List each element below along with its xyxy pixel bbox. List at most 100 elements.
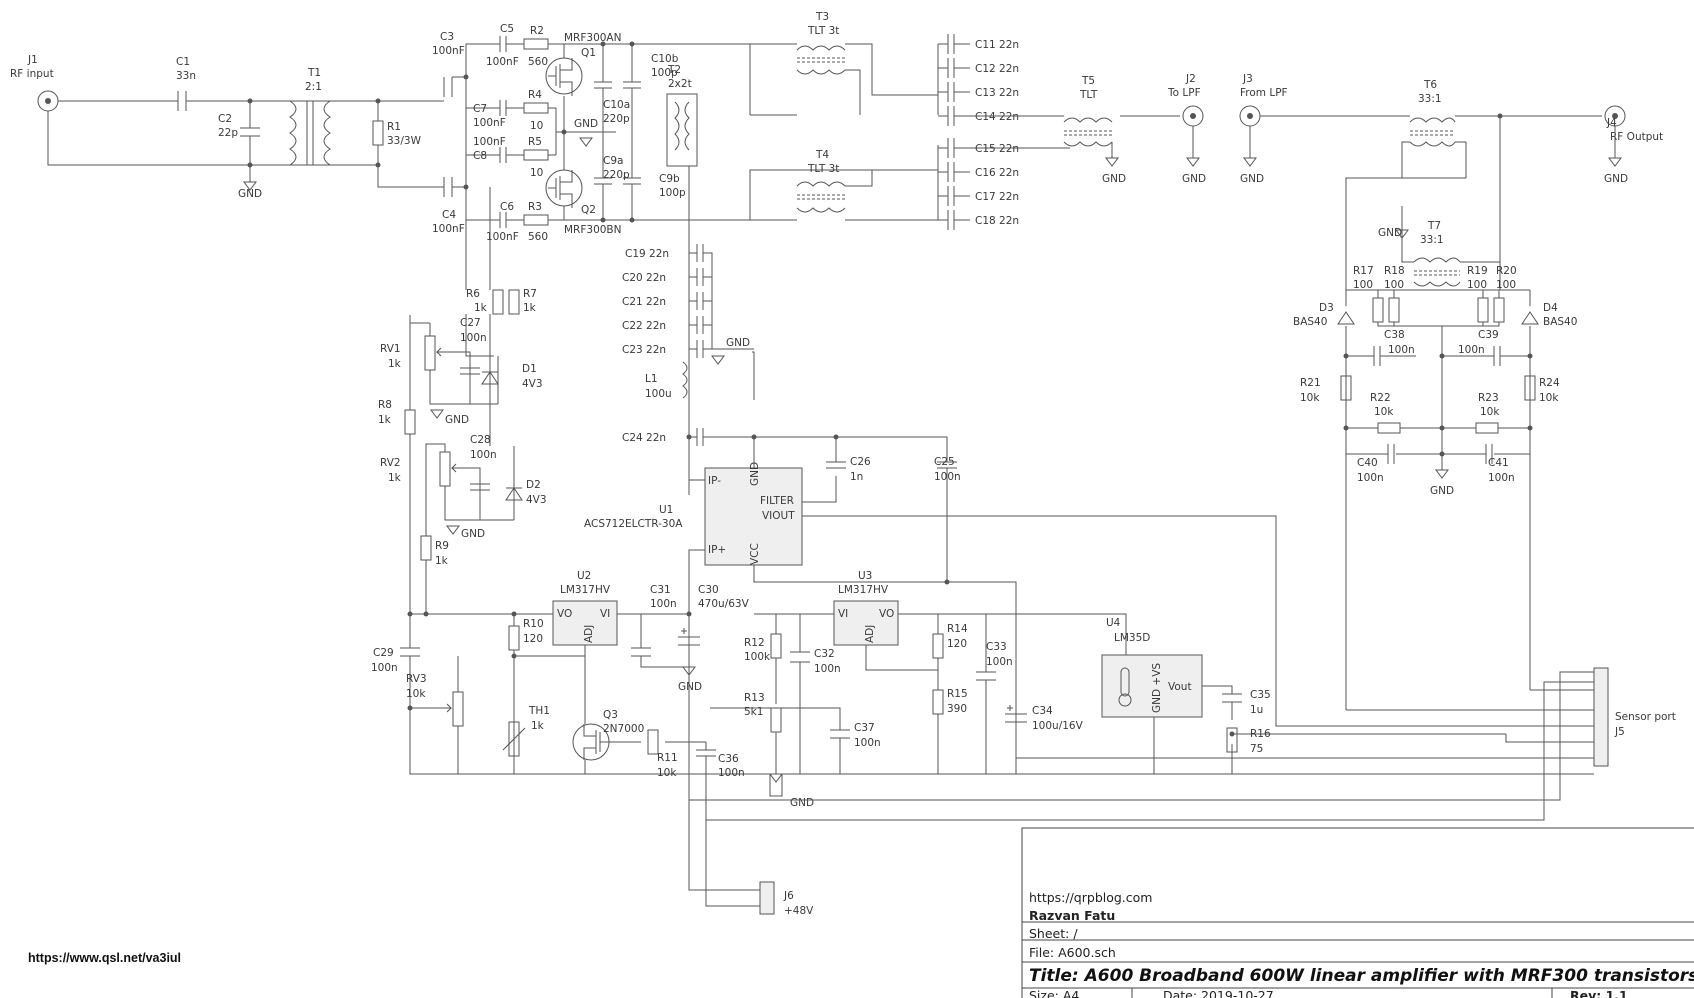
- gnd-symbol: [243, 181, 257, 191]
- r17-symbol: [1372, 297, 1384, 323]
- gnd-label: GND: [238, 188, 262, 200]
- t3-value: TLT 3t: [807, 25, 839, 37]
- j6-ref: J6: [783, 890, 794, 902]
- l1-ref: L1: [645, 373, 658, 385]
- output-xfmr-wires: [749, 43, 938, 221]
- c35-ref: C35: [1250, 689, 1271, 701]
- t1-secondary: [323, 100, 331, 166]
- c29-symbol: [400, 647, 420, 657]
- rv2-ref: RV2: [380, 457, 401, 469]
- j1-value: RF input: [10, 68, 54, 80]
- d3-value: BAS40: [1293, 316, 1327, 328]
- u2-ref: U2: [577, 570, 591, 582]
- d2-value: 4V3: [526, 494, 547, 506]
- r22-symbol: [1377, 422, 1401, 434]
- u1-filter: FILTER: [760, 495, 794, 507]
- c34-symbol: [1005, 705, 1027, 723]
- r8-symbol: [404, 409, 416, 435]
- r20-value: 100: [1496, 279, 1516, 291]
- c26-value: 1n: [850, 471, 863, 483]
- r20-ref: R20: [1496, 265, 1517, 277]
- j4-ref: J4: [1606, 117, 1617, 129]
- c38-value: 100n: [1388, 344, 1415, 356]
- d1-symbol: [481, 371, 499, 385]
- c10a-c9a-symbols: [594, 81, 612, 185]
- t6-wires: [1345, 116, 1501, 290]
- title-website: https://qrpblog.com: [1029, 890, 1152, 905]
- t4-value: TLT 3t: [807, 163, 839, 175]
- q1-body: [548, 58, 573, 96]
- c26-symbol: [826, 461, 846, 469]
- r9-symbol: [420, 535, 432, 561]
- r14-ref: R14: [947, 623, 968, 635]
- rv1-symbol: [424, 335, 436, 371]
- feed-cap-bank: [696, 244, 704, 358]
- t6-value: 33:1: [1418, 93, 1442, 105]
- c29-value: 100n: [371, 662, 398, 674]
- r11-symbol: [647, 729, 659, 755]
- u4-value: LM35D: [1114, 632, 1150, 644]
- c9b-ref: C9b: [659, 173, 680, 185]
- rv2-value: 1k: [388, 472, 402, 484]
- u3-vi: VI: [838, 608, 848, 620]
- r14-symbol: [932, 633, 944, 659]
- t2-symbol: [666, 93, 698, 167]
- c30-ref: C30: [698, 584, 719, 596]
- rv1-value: 1k: [388, 358, 402, 370]
- c28-value: 100n: [470, 449, 497, 461]
- c40-c41-symbols: [1387, 444, 1493, 464]
- power-stage: C5 100nF C7 100nF 100nF C8 C6 100nF R2 5…: [465, 11, 1206, 495]
- r14-value: 120: [947, 638, 967, 650]
- r7-value: 1k: [523, 302, 537, 314]
- c6-value: 100nF: [486, 231, 519, 243]
- t2-winding-b: [684, 101, 690, 151]
- u4-ref: U4: [1106, 617, 1121, 629]
- c41-ref: C41: [1488, 457, 1509, 469]
- r13-value: 5k1: [744, 706, 763, 718]
- t3-ref: T3: [815, 11, 829, 23]
- title-author: Razvan Fatu: [1029, 908, 1115, 923]
- q2-value: MRF300BN: [564, 224, 622, 236]
- c10a-ref: C10a: [603, 99, 630, 111]
- input-section: J1 RF input C1 33n C2 22p GND T1 2:1 R1 …: [10, 31, 469, 235]
- c36-symbol: [696, 749, 716, 757]
- u3-adj: ADJ: [864, 625, 876, 643]
- dc-feed-section: C19 22n C20 22n C21 22n C22 22n C23 22n …: [622, 240, 948, 481]
- c24-label: C24 22n: [622, 432, 666, 444]
- c3-c4-out-wires: [452, 76, 466, 188]
- sensor-supply: VI VO ADJ U3 LM317HV R12 100k R13 5k1 C3…: [710, 570, 1506, 809]
- d4-symbol: [1521, 311, 1539, 325]
- thermometer-icon: [1120, 667, 1130, 697]
- r15-ref: R15: [947, 688, 968, 700]
- c35-symbol: [1222, 693, 1242, 703]
- r3-ref: R3: [528, 201, 542, 213]
- u2-value: LM317HV: [560, 584, 611, 596]
- j6-value: +48V: [784, 905, 814, 917]
- t7-value: 33:1: [1420, 234, 1444, 246]
- c11-label: C11 22n: [975, 39, 1019, 51]
- r7-ref: R7: [523, 288, 537, 300]
- t4-core: [797, 194, 845, 200]
- xfmr-out-wires: [845, 43, 938, 221]
- r11-ref: R11: [657, 752, 678, 764]
- r18-ref: R18: [1384, 265, 1405, 277]
- rv3-wiper: [440, 703, 453, 713]
- title-sheet: Sheet: /: [1029, 926, 1078, 941]
- r10-value: 120: [523, 633, 543, 645]
- title-text: Title: A600 Broadband 600W linear amplif…: [1029, 966, 1694, 986]
- title-file: File: A600.sch: [1029, 945, 1116, 960]
- title-block: https://qrpblog.com Razvan Fatu Sheet: /…: [1021, 827, 1694, 998]
- r1-symbol: [372, 120, 384, 146]
- c15-label: C15 22n: [975, 143, 1019, 155]
- gnd-label-rv2: GND: [461, 528, 485, 540]
- r22-ref: R22: [1370, 392, 1391, 404]
- c4-symbol: [443, 177, 453, 197]
- c4-ref: C4: [442, 209, 456, 221]
- t4-ref: T4: [815, 149, 829, 161]
- j6-body: [759, 881, 775, 915]
- c1-ref: C1: [176, 56, 190, 68]
- r1-value: 33/3W: [387, 135, 422, 147]
- c12-label: C12 22n: [975, 63, 1019, 75]
- r18-value: 100: [1384, 279, 1404, 291]
